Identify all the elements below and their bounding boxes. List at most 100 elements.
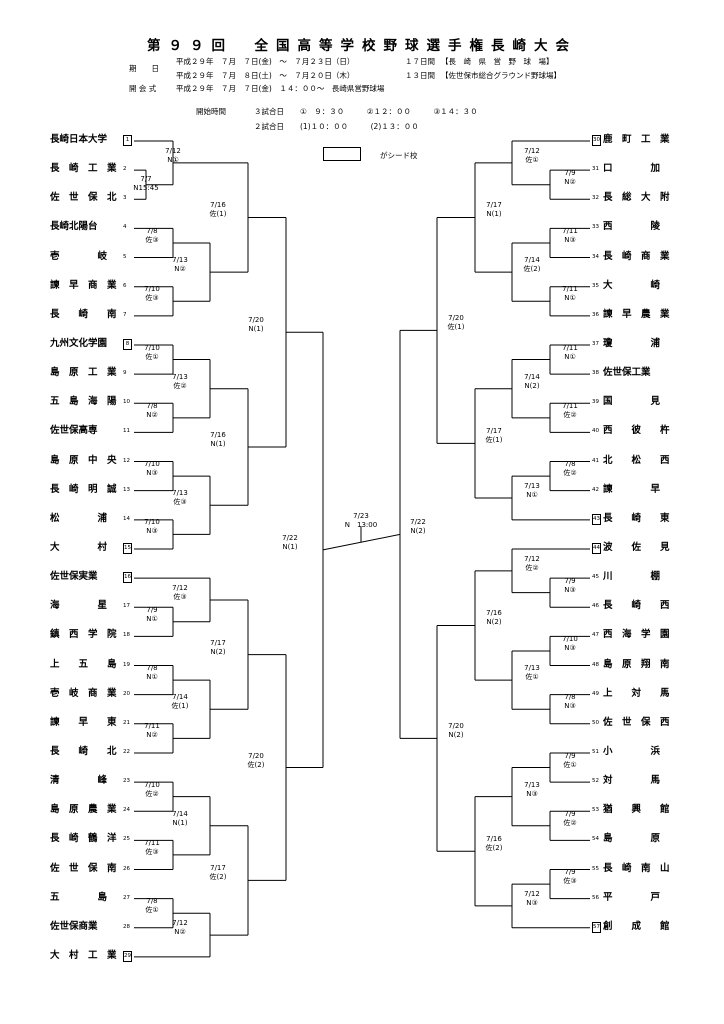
match-venue: N(1) (172, 818, 188, 827)
match-venue: N① (564, 294, 576, 303)
draw-number: 53 (592, 807, 599, 814)
team-name: 平 戸 (603, 891, 661, 903)
team-name: 長 崎 鶴 洋 (50, 833, 117, 845)
draw-number: 49 (592, 690, 599, 697)
days-2: １３日間 (405, 71, 435, 80)
match-date: 7/11 (562, 285, 578, 294)
match-venue: N① (146, 614, 158, 623)
match-date: 7/13 (524, 780, 540, 789)
seed-number: 30 (592, 135, 601, 146)
draw-number: 19 (123, 661, 130, 668)
seed-number: 8 (123, 338, 132, 350)
period-line-1: 平成２９年 ７月 ７日(金) ～ ７月２３日（日） (176, 57, 355, 66)
match-date: 7/14 (524, 256, 540, 265)
match-date: 7/22 (282, 533, 298, 542)
match-venue: N① (146, 673, 158, 682)
match-date: 7/9 (146, 605, 158, 614)
match-venue: N③ (526, 789, 538, 798)
match-date: 7/12 (524, 889, 540, 898)
draw-number: 42 (592, 486, 599, 493)
match-date: 7/17 (486, 201, 502, 210)
team-name: 長 総 大 附 (603, 192, 670, 204)
match-venue: 佐(2) (209, 873, 227, 882)
draw-number: 55 (592, 865, 599, 872)
match-venue: N③ (564, 702, 576, 711)
match-venue: 佐② (525, 563, 539, 572)
team-name: 島 原 中 央 (50, 454, 117, 466)
team-name: 小 浜 (603, 745, 661, 757)
seed-number: 29 (123, 950, 132, 962)
draw-number: 14 (123, 515, 130, 522)
match-venue: N② (146, 410, 158, 419)
team-name: 佐 世 保 南 (50, 862, 117, 874)
match-date: 7/14 (172, 809, 188, 818)
team-name: 上 五 島 (50, 658, 117, 670)
team-name: 波 佐 見 (603, 541, 670, 553)
draw-number: 26 (123, 865, 130, 872)
seed-number: 1 (123, 135, 132, 146)
seed-number: 16 (123, 572, 132, 584)
team-name: 長 崎 東 (603, 512, 670, 524)
team-name: 川 棚 (603, 571, 661, 583)
team-name: 佐世保高専 (50, 425, 98, 437)
team-name: 大 村 (50, 541, 108, 553)
match-date: 7/8 (146, 226, 158, 235)
draw-number: 17 (123, 603, 130, 610)
seed-number: 57 (592, 921, 601, 933)
match-venue: 佐③ (145, 235, 159, 244)
match-venue: N③ (146, 469, 158, 478)
match-venue: 佐② (145, 789, 159, 798)
draw-number: 21 (123, 719, 130, 726)
seed-number: 15 (123, 542, 132, 554)
team-name: 佐世保商業 (50, 920, 98, 932)
draw-number: 3 (123, 195, 127, 202)
team-name: 長 崎 南 (50, 308, 117, 320)
team-name: 長 崎 工 業 (50, 163, 117, 175)
team-name: 猶 興 館 (603, 804, 670, 816)
draw-number: 33 (592, 224, 599, 231)
match-date: 7/13 (172, 256, 188, 265)
match-date: 7/17 (486, 427, 502, 436)
period-label: 期 日 (129, 64, 159, 73)
team-name: 諫 早 東 (50, 716, 117, 728)
match-date: 7/11 (144, 838, 160, 847)
match-venue: 佐(2) (523, 265, 541, 274)
team-name: 西 陵 (603, 221, 661, 233)
match-date: 7/12 (172, 583, 188, 592)
team-name: 長 崎 南 山 (603, 862, 670, 874)
match-date: 7/10 (144, 285, 160, 294)
team-name: 松 浦 (50, 512, 108, 524)
seed-number: 44 (592, 542, 601, 554)
match-venue: 佐③ (145, 294, 159, 303)
draw-number: 47 (592, 632, 599, 639)
match-venue: 佐(1) (209, 210, 227, 219)
match-date: 7/12 (524, 146, 540, 155)
match-venue: 佐③ (563, 877, 577, 886)
team-name: 佐 世 保 北 (50, 192, 117, 204)
match-date: 7/16 (210, 430, 226, 439)
seed-number: 43 (592, 513, 601, 525)
match-venue: 佐① (563, 760, 577, 769)
draw-number: 27 (123, 894, 130, 901)
draw-number: 34 (592, 253, 599, 260)
match-date: 7/8 (564, 460, 576, 469)
two-games-label: ２試合日 (254, 122, 284, 131)
team-name: 北 松 西 (603, 454, 670, 466)
match-date: 7/22 (410, 518, 426, 527)
